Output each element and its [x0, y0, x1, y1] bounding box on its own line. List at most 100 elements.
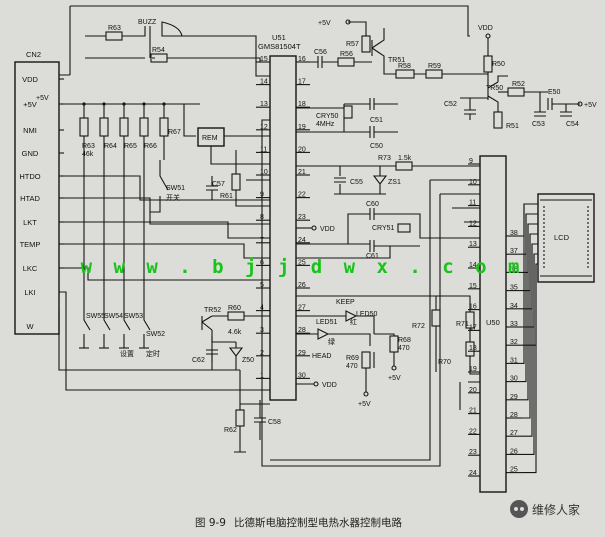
rem-section: REM SW51 开关 C57 R61 [150, 104, 270, 213]
r59-resistor [425, 69, 443, 79]
u50-pin-number: 20 [469, 387, 477, 394]
u51-pin-number: 29 [298, 350, 306, 357]
u50-pin-number: 18 [469, 345, 477, 352]
c56-label: C56 [314, 49, 327, 56]
tr52-section: TR52 R60 4.6k C62 Z50 [192, 305, 270, 370]
r70-resistor [465, 341, 475, 357]
junction-dot [82, 102, 86, 106]
ladder-resistor [139, 117, 149, 137]
u51-pin-number: 25 [298, 259, 306, 266]
r62-resistor [235, 409, 245, 427]
r68-label: R68 [398, 337, 411, 344]
z50-diode [228, 347, 244, 357]
u50-pin-number: 22 [469, 428, 477, 435]
buzzer-section: R63 R54 BUZZ [59, 5, 470, 77]
cry50-section: CRY50 4MHz C51 C50 [296, 98, 398, 150]
u51-pin-number: 27 [298, 305, 306, 312]
r52-label: R52 [512, 81, 525, 88]
ladder-resistor [159, 117, 169, 137]
head-label: HEAD [312, 353, 331, 360]
u50-pin-number: 27 [510, 430, 518, 437]
r64-label: R64 [104, 143, 117, 150]
cry51-section: VDD C60 C61 CRY51 [296, 201, 480, 260]
sw52-label: SW52 [146, 331, 165, 338]
vdd-top-label: VDD [478, 25, 493, 32]
zs1-label: ZS1 [388, 179, 401, 186]
tr51-label: TR51 [388, 57, 405, 64]
u50-pin-number: 29 [510, 394, 518, 401]
u50-pin-number: 11 [469, 200, 476, 207]
r73-resistor [395, 161, 413, 171]
r51-label: R51 [506, 123, 519, 130]
r50-label: R50 [492, 61, 505, 68]
vcc-right-label: +5V [584, 102, 597, 109]
lcd-bus-line [522, 253, 538, 455]
resistor-ladder: +5V R63 46k R64 R65 R66 R67 [36, 95, 200, 300]
vdd-30-label: VDD [322, 382, 337, 389]
u50-pin-number: 12 [469, 220, 477, 227]
tr52-label: TR52 [204, 307, 221, 314]
ladder-resistor [99, 117, 109, 137]
u50-pin-number: 21 [469, 408, 477, 415]
c52-label: C52 [444, 101, 457, 108]
c62-label: C62 [192, 357, 205, 364]
r69-resistor [361, 351, 371, 369]
led50-diode [345, 310, 358, 322]
junction-dot [142, 102, 146, 106]
r66-label: R66 [144, 143, 157, 150]
u51-pin-number: 30 [298, 372, 306, 379]
u51-pin-number: 13 [260, 101, 268, 108]
u50-pin-number: 10 [469, 179, 477, 186]
r51-resistor [493, 111, 503, 129]
zs1-section: C55 ZS1 R73 1.5k [296, 155, 480, 195]
junction-dot [102, 102, 106, 106]
r63-resistor [105, 31, 123, 41]
e50-label: E50 [548, 89, 561, 96]
r67-label: R67 [168, 129, 181, 136]
c54-label: C54 [566, 121, 579, 128]
r63b-label: R63 [82, 143, 95, 150]
u50-pin-number: 16 [469, 304, 477, 311]
r54-label: R54 [152, 47, 165, 54]
u51-pin-number: 15 [260, 56, 268, 63]
lcd-module: LCD [522, 193, 595, 474]
r56-label: R56 [340, 51, 353, 58]
sw54-label: SW54 [104, 313, 123, 320]
cn2-pin-label: +5V [23, 100, 37, 109]
u50-pin-number: 23 [469, 449, 477, 456]
r68-value: 470 [398, 345, 410, 352]
u51-pin-number: 11 [260, 146, 267, 153]
u51-pin-number: 16 [298, 56, 306, 63]
r73-value: 1.5k [398, 155, 412, 162]
figure-number: 图 9-9 [195, 517, 226, 529]
lcd-bus-line [522, 213, 538, 383]
ladder-resistor [119, 117, 129, 137]
sw51-label: SW51 [166, 185, 185, 192]
cn2-pin-label: LKI [24, 288, 35, 297]
r63b-value: 46k [82, 151, 94, 158]
sw-set-label: 设置 [120, 349, 134, 358]
u50-wiring: R72 R71 R70 [261, 119, 480, 467]
r60-resistor [227, 311, 245, 321]
r61-label: R61 [220, 193, 233, 200]
sw51-desc: 开关 [166, 193, 180, 202]
led51-label: LED51 [316, 319, 338, 326]
switch-symbol [123, 300, 131, 348]
cn2-pin-label: NMI [23, 126, 37, 135]
u50-pin-number: 37 [510, 248, 518, 255]
u50-title: U50 [486, 318, 500, 327]
u50-pin-number: 19 [469, 366, 477, 373]
cry51-crystal [397, 223, 411, 233]
r50-resistor [483, 55, 493, 73]
c61-label: C61 [366, 253, 379, 260]
vdd-23-label: VDD [320, 226, 335, 233]
sw53-label: SW53 [124, 313, 143, 320]
r58-label: R58 [398, 63, 411, 70]
u50-pin-number: 36 [510, 266, 518, 273]
cn2-pin-label: GND [22, 149, 39, 158]
switch-symbol [103, 300, 111, 348]
u51-pin-number: 28 [298, 327, 306, 334]
